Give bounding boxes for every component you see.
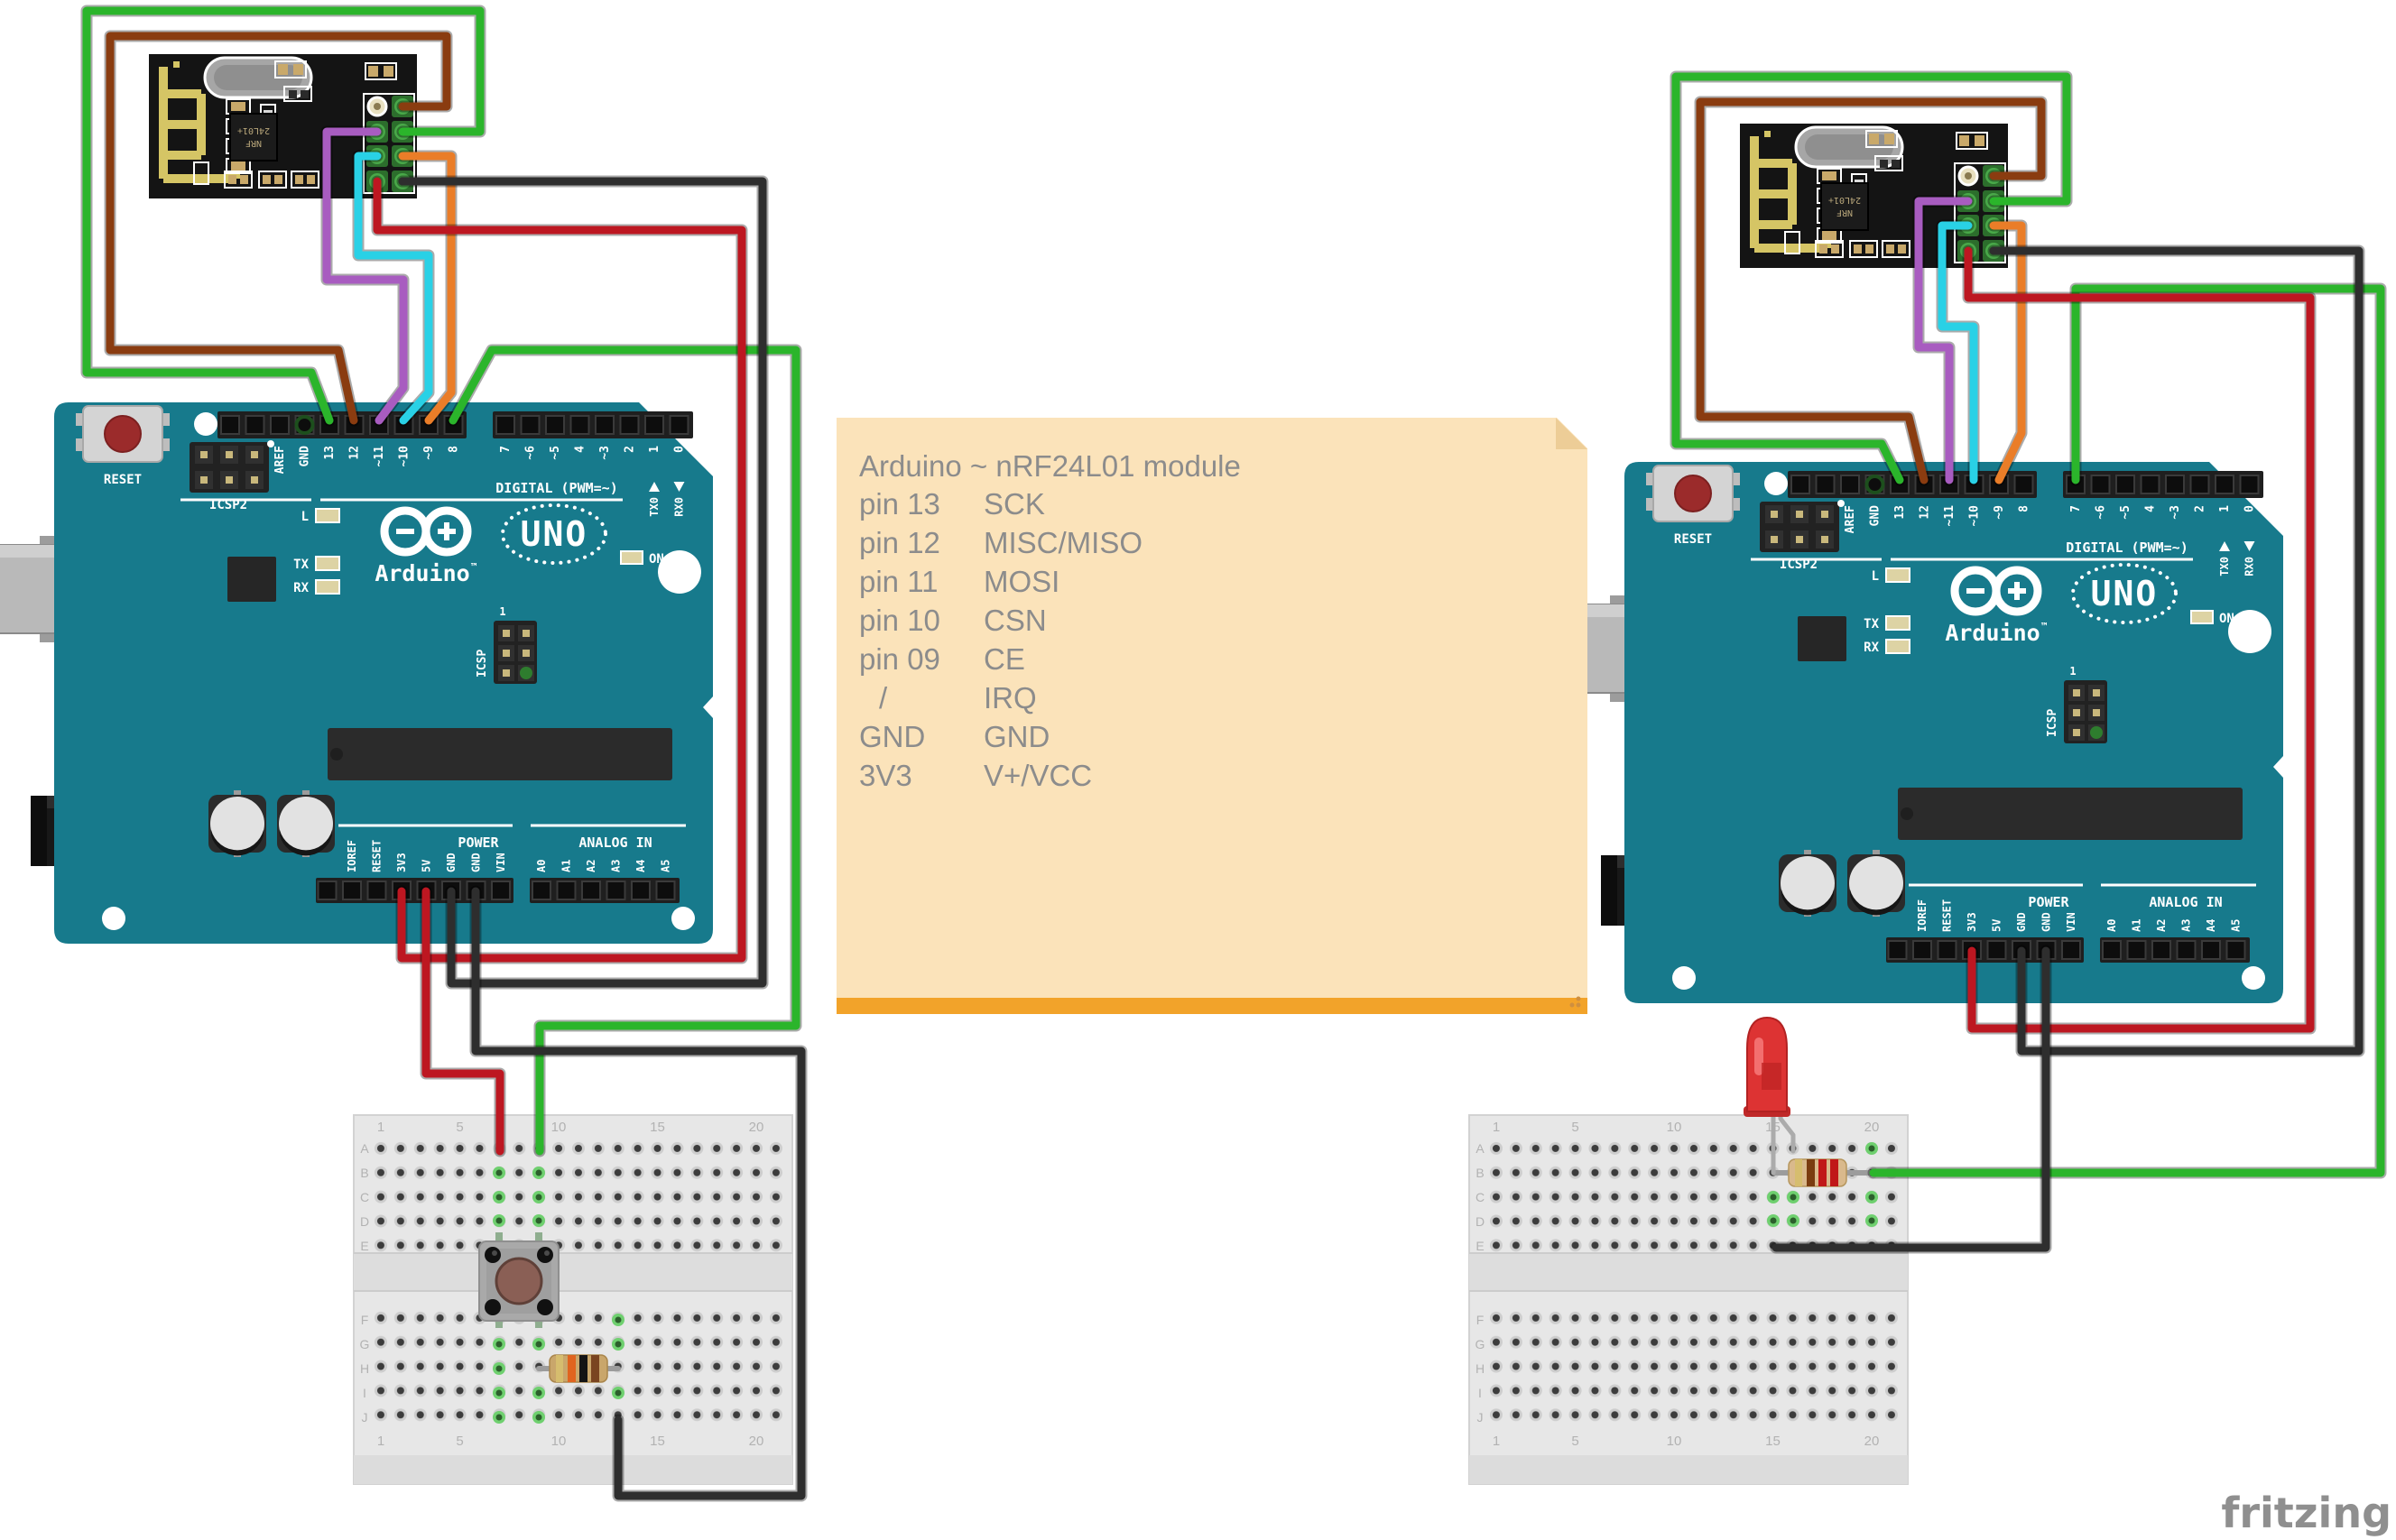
note-signal: MOSI <box>984 565 1059 598</box>
arduino-uno-left <box>0 402 713 944</box>
wire-purple-mosi-left <box>322 127 408 425</box>
note-pin: / <box>879 681 888 715</box>
wire-red-5v-left <box>421 887 504 1156</box>
note-signal: CE <box>984 642 1025 676</box>
arduino-uno-right <box>1568 462 2283 1003</box>
note-pin: pin 12 <box>859 526 940 559</box>
note-signal: IRQ <box>984 681 1037 715</box>
wire-black-gnd2-right <box>1772 946 2050 1252</box>
note-pin: pin 13 <box>859 487 940 521</box>
wire-black-gnd-left <box>398 177 767 988</box>
wire-green-sck-left <box>82 6 485 425</box>
note-pin: pin 09 <box>859 642 940 676</box>
note-body <box>837 418 1587 998</box>
connected-holes-left <box>493 1167 624 1424</box>
wire-cyan-csn-right <box>1938 221 1978 484</box>
note-signal: CSN <box>984 604 1047 637</box>
resistor-right <box>1772 1158 1874 1187</box>
note-pin: pin 11 <box>859 565 938 598</box>
pin-note: Arduino ~ nRF24L01 module pin 13 SCK pin … <box>837 417 1588 1014</box>
note-signal: GND <box>984 720 1050 753</box>
resistor-left <box>536 1354 621 1383</box>
wires <box>80 5 2387 1502</box>
note-pin: GND <box>859 720 925 753</box>
note-pin: pin 10 <box>859 604 940 637</box>
note-signal: V+/VCC <box>984 759 1092 792</box>
wire-orange-ce-left <box>398 152 456 425</box>
wire-red-3v3-left <box>373 177 746 963</box>
note-title: Arduino ~ nRF24L01 module <box>859 449 1241 483</box>
note-bottom-edge <box>837 998 1587 1014</box>
led-red <box>1744 1016 1796 1176</box>
note-corner-fold <box>1556 418 1587 449</box>
note-corner-cut <box>1556 417 1588 449</box>
connected-holes-right <box>1767 1142 1878 1227</box>
wire-brown-right <box>1696 97 2046 484</box>
wire-cyan-csn-left <box>354 152 433 425</box>
note-pin: 3V3 <box>859 759 912 792</box>
wire-green-button-left <box>449 346 800 1156</box>
wire-black-gnd2-left <box>471 887 806 1500</box>
note-signal: SCK <box>984 487 1045 521</box>
wire-brown-left <box>106 32 451 425</box>
wire-green-led-right <box>1869 284 2385 1177</box>
wire-red-3v3-right <box>1964 246 2315 1033</box>
wire-orange-ce-right <box>1989 221 2026 484</box>
fritzing-watermark: fritzing <box>2221 1489 2391 1537</box>
wire-black-gnd-right <box>1989 246 2364 1056</box>
breadboard-left <box>353 1114 793 1485</box>
wire-purple-mosi-right <box>1914 197 1973 484</box>
note-signal: MISC/MISO <box>984 526 1142 559</box>
pushbutton <box>478 1232 560 1328</box>
wire-green-sck-right <box>1671 72 2071 484</box>
